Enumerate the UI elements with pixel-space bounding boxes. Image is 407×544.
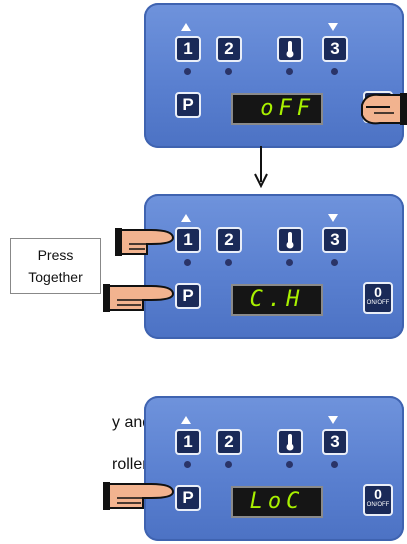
on-off-button[interactable]: 0 ON/OFF: [363, 484, 393, 516]
pointing-hand-icon: [103, 284, 175, 312]
key-2-button[interactable]: 2: [216, 227, 242, 253]
led-4: [331, 259, 338, 266]
lcd-display: oFF: [231, 93, 323, 125]
pointing-hand-icon: [361, 93, 407, 125]
controller-panel-3: 1 2 3 P LoC 0 ON/OFF: [144, 396, 404, 541]
led-1: [184, 259, 191, 266]
press-together-label: Press Together: [10, 238, 101, 294]
on-off-label: ON/OFF: [366, 502, 390, 508]
key-3-button[interactable]: 3: [322, 36, 348, 62]
down-arrow-icon: [328, 416, 338, 424]
thermometer-button[interactable]: [277, 429, 303, 455]
press-label-line1: Press: [37, 247, 74, 263]
led-3: [286, 68, 293, 75]
on-off-symbol: 0: [374, 284, 382, 300]
lcd-display: C.H: [231, 284, 323, 316]
led-1: [184, 68, 191, 75]
key-2-button[interactable]: 2: [216, 36, 242, 62]
pointing-hand-icon: [103, 482, 175, 510]
led-2: [225, 259, 232, 266]
p-button[interactable]: P: [175, 92, 201, 118]
led-1: [184, 461, 191, 468]
led-2: [225, 68, 232, 75]
on-off-label: ON/OFF: [366, 300, 390, 306]
thermometer-icon: [286, 434, 294, 451]
up-arrow-icon: [181, 23, 191, 31]
p-button[interactable]: P: [175, 485, 201, 511]
down-arrow-icon: [328, 214, 338, 222]
led-4: [331, 461, 338, 468]
press-label-line2: Together: [28, 269, 83, 285]
thermometer-button[interactable]: [277, 36, 303, 62]
thermometer-icon: [286, 232, 294, 249]
key-3-button[interactable]: 3: [322, 227, 348, 253]
key-1-button[interactable]: 1: [175, 36, 201, 62]
on-off-symbol: 0: [374, 486, 382, 502]
led-4: [331, 68, 338, 75]
pointing-hand-icon: [115, 228, 175, 256]
down-arrow-icon: [328, 23, 338, 31]
thermometer-icon: [286, 41, 294, 58]
led-3: [286, 259, 293, 266]
key-1-button[interactable]: 1: [175, 429, 201, 455]
lcd-display: LoC: [231, 486, 323, 518]
up-arrow-icon: [181, 416, 191, 424]
flow-arrow-icon: [254, 146, 268, 188]
key-3-button[interactable]: 3: [322, 429, 348, 455]
p-button[interactable]: P: [175, 283, 201, 309]
thermometer-button[interactable]: [277, 227, 303, 253]
instruction-text-line1: y and: [112, 414, 152, 431]
led-2: [225, 461, 232, 468]
controller-panel-2: 1 2 3 P C.H 0 ON/OFF: [144, 194, 404, 339]
instruction-text-line2: roller: [112, 456, 148, 473]
up-arrow-icon: [181, 214, 191, 222]
led-3: [286, 461, 293, 468]
on-off-button[interactable]: 0 ON/OFF: [363, 282, 393, 314]
key-2-button[interactable]: 2: [216, 429, 242, 455]
key-1-button[interactable]: 1: [175, 227, 201, 253]
